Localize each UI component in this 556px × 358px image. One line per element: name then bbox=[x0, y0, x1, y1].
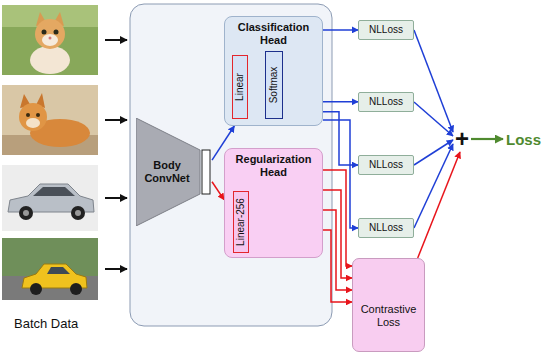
kitten-photo bbox=[2, 5, 98, 75]
flow-arrow bbox=[323, 230, 352, 302]
photo-ground bbox=[2, 5, 98, 75]
cat-muzzle bbox=[42, 34, 58, 46]
node-label: Regularization Head bbox=[225, 149, 322, 179]
node-label: Classification Head bbox=[225, 17, 322, 47]
photo-ground bbox=[2, 165, 98, 231]
output-arrow bbox=[471, 138, 503, 140]
cat-eye bbox=[26, 113, 30, 117]
input-arrow bbox=[105, 119, 127, 121]
sum-arrow bbox=[414, 140, 453, 165]
flow-arrow bbox=[323, 101, 358, 103]
node-label: NLLoss bbox=[369, 96, 403, 108]
convnet-trapezoid bbox=[136, 118, 200, 226]
feature-vector bbox=[202, 150, 210, 194]
cat-muzzle bbox=[26, 118, 40, 128]
loss-box: NLLoss bbox=[358, 155, 414, 175]
silver-car-photo bbox=[2, 165, 98, 231]
cat-body bbox=[30, 46, 70, 74]
node-label: Contrastive Loss bbox=[353, 303, 424, 329]
label-holder: Loss bbox=[506, 131, 541, 148]
node-label: NLLoss bbox=[369, 24, 403, 36]
head-box: Regularization HeadLinear-256 bbox=[224, 148, 323, 258]
flow-arrow bbox=[323, 170, 352, 266]
layer-box: Linear-256 bbox=[233, 191, 249, 253]
cat-eye bbox=[54, 30, 59, 35]
loss-box: NLLoss bbox=[358, 92, 414, 112]
cat-head bbox=[19, 103, 47, 131]
loss-box: NLLoss bbox=[358, 218, 414, 238]
photo-ground bbox=[2, 85, 98, 155]
car-window bbox=[33, 187, 75, 196]
flow-arrow bbox=[323, 29, 358, 31]
cat-eye bbox=[36, 113, 40, 117]
cat-nose bbox=[49, 37, 52, 40]
node-label: Softmax bbox=[268, 67, 280, 104]
car-window bbox=[47, 267, 70, 274]
photo-ground bbox=[2, 238, 98, 300]
convnet-trapezoid: Body ConvNet bbox=[136, 118, 212, 226]
sum-sign: + bbox=[455, 126, 469, 152]
node-label: Body ConvNet bbox=[136, 159, 198, 185]
label-holder: + bbox=[455, 126, 469, 152]
car-wheel bbox=[19, 206, 33, 220]
input-arrow bbox=[105, 268, 127, 270]
input-arrow bbox=[105, 197, 127, 199]
input-arrow bbox=[105, 39, 127, 41]
layer-box: Linear bbox=[232, 55, 248, 119]
cat-photo bbox=[2, 85, 98, 155]
batch-label: Batch Data bbox=[14, 316, 78, 331]
flow-arrow bbox=[323, 190, 352, 278]
cat-head bbox=[35, 19, 65, 49]
yellow-car-photo bbox=[2, 238, 98, 300]
car-wheel bbox=[70, 283, 82, 295]
sum-arrow bbox=[414, 102, 453, 136]
flow-arrow bbox=[323, 210, 352, 290]
flow-arrow bbox=[212, 182, 224, 200]
node-label: Linear bbox=[234, 73, 246, 101]
node-label: Linear-256 bbox=[235, 198, 247, 246]
label-holder: Batch Data bbox=[14, 316, 78, 331]
sum-arrow bbox=[414, 30, 453, 132]
model-panel bbox=[130, 4, 332, 326]
sum-arrow bbox=[418, 152, 460, 258]
loss-box: NLLoss bbox=[358, 20, 414, 40]
car-hubcap bbox=[23, 210, 29, 216]
cat-eye bbox=[42, 30, 47, 35]
output-label: Loss bbox=[506, 131, 541, 148]
car-hubcap bbox=[75, 210, 81, 216]
loss-box: Contrastive Loss bbox=[352, 258, 425, 352]
node-label: NLLoss bbox=[369, 159, 403, 171]
car-wheel bbox=[30, 283, 42, 295]
node-label: NLLoss bbox=[369, 222, 403, 234]
layer-box: Softmax bbox=[265, 51, 283, 119]
head-box: Classification HeadLinear Softmax bbox=[224, 16, 323, 126]
car-wheel bbox=[71, 206, 85, 220]
